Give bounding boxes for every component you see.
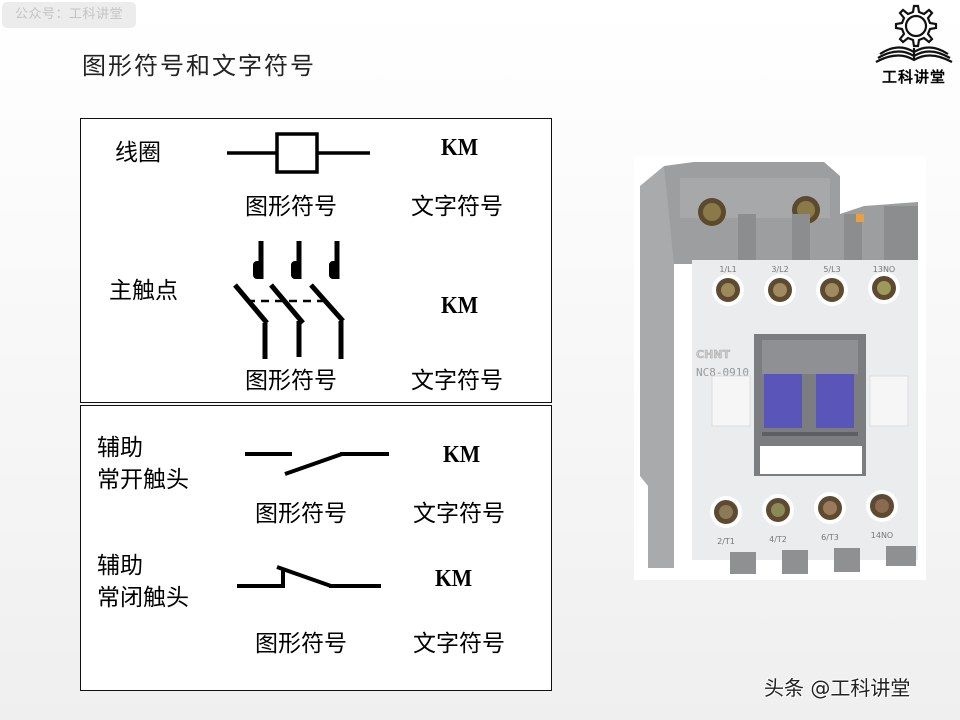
terminal-label: 4/T2 (769, 535, 787, 544)
terminal-label: 2/T1 (717, 537, 735, 546)
terminal-label: 5/L3 (823, 265, 840, 274)
no-contact-label-line1: 辅助 (97, 435, 143, 461)
symbol-panel-auxiliary-contacts: 辅助 常开触头 KM 图形符号 文字符号 辅助 常闭触头 KM 图形符号 文字符… (80, 405, 552, 691)
terminal-label: 6/T3 (821, 533, 839, 542)
coil-graphic-caption: 图形符号 (245, 194, 337, 220)
contactor-illustration: 1/L1 3/L2 5/L3 13NO CHNT NC8-0910 (640, 162, 918, 574)
watermark-top: 公众号：工科讲堂 (2, 2, 136, 28)
no-contact-graphic-caption: 图形符号 (255, 501, 347, 527)
no-contact-label-line2: 常开触头 (97, 467, 189, 493)
page-title: 图形符号和文字符号 (82, 52, 316, 80)
nc-contact-graphic-caption: 图形符号 (255, 631, 347, 657)
no-contact-text-caption: 文字符号 (413, 501, 505, 527)
terminal-label: 14NO (871, 531, 893, 540)
gear-book-icon (875, 4, 953, 63)
coil-symbol-icon (227, 132, 370, 174)
terminal-label: 3/L2 (771, 265, 788, 274)
main-contacts-graphic-caption: 图形符号 (245, 368, 337, 394)
no-contact-code: KM (443, 442, 481, 468)
contactor-photo: 1/L1 3/L2 5/L3 13NO CHNT NC8-0910 (634, 156, 926, 580)
main-contacts-code: KM (441, 293, 479, 319)
watermark-bottom: 头条 @工科讲堂 (764, 676, 911, 700)
nc-contact-label-line1: 辅助 (97, 553, 143, 579)
nc-contact-code: KM (435, 566, 473, 592)
main-contacts-label: 主触点 (109, 278, 178, 304)
coil-code: KM (441, 135, 479, 161)
nc-contact-label-line2: 常闭触头 (97, 585, 189, 611)
main-contacts-text-caption: 文字符号 (411, 368, 503, 394)
main-contacts-symbol-icon (233, 241, 345, 359)
normally-open-contact-symbol-icon (245, 452, 389, 476)
terminal-label: 1/L1 (719, 265, 736, 274)
coil-text-caption: 文字符号 (411, 194, 503, 220)
logo-text: 工科讲堂 (881, 68, 946, 86)
coil-label: 线圈 (115, 140, 161, 166)
normally-closed-contact-symbol-icon (237, 565, 381, 588)
logo: 工科讲堂 (872, 2, 956, 88)
symbol-panel-coil-main-contacts: 线圈 KM 图形符号 文字符号 主触点 KM 图形符号 文字符号 (80, 118, 552, 403)
nc-contact-text-caption: 文字符号 (413, 631, 505, 657)
brand-label: CHNT (696, 348, 730, 361)
terminal-label: 13NO (873, 265, 895, 274)
